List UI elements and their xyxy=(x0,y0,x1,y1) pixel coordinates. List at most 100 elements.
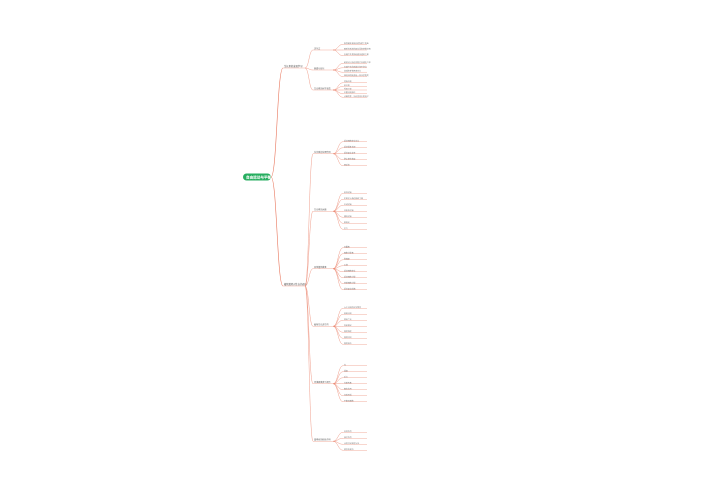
root-node-box xyxy=(243,173,271,181)
leaf-edge xyxy=(332,89,344,94)
leaf-edge xyxy=(332,199,344,212)
leaf-label: 光 xyxy=(344,362,346,366)
leaf-label: 促进细胞伸长生长 xyxy=(344,138,359,142)
root-node[interactable]: 自由运动与平衡 xyxy=(243,173,272,181)
leaf-label: 重力 xyxy=(344,374,348,378)
leaf-label: 人工合成的化学物质 xyxy=(344,305,361,309)
leaf-label: 赤霉素 xyxy=(344,244,350,248)
leaf-label: 促进果实发育 xyxy=(344,150,355,154)
sub-branch-edge xyxy=(304,49,314,69)
sub-branch-label: 激素间的相互作用 xyxy=(314,438,331,442)
leaf-edge xyxy=(332,247,344,269)
sub-branch-label: 生长素的运输 xyxy=(314,208,327,212)
leaf-label: 春化作用 xyxy=(344,386,352,390)
branch-label: 植物激素对生长的调节 xyxy=(284,282,308,286)
leaf-edge xyxy=(332,49,344,56)
leaf-label: 容易合成 xyxy=(344,311,352,315)
leaf-label: 促进插条生根 xyxy=(344,144,355,148)
sub-branch-label: 环境因素参与调节 xyxy=(314,380,331,384)
leaf-label: 防止落花落果 xyxy=(344,156,355,160)
leaf-edge xyxy=(332,253,344,269)
leaf-label: 促进果实成熟 xyxy=(344,286,355,290)
leaf-label: 效果稳定 xyxy=(344,323,352,327)
leaf-label: 极性运输 xyxy=(344,190,352,194)
leaf-label: 平衡石细胞 xyxy=(344,398,354,402)
leaf-edge xyxy=(332,383,344,402)
leaf-label: 细胞分裂素 xyxy=(344,250,354,254)
sub-branch-edge xyxy=(304,268,314,287)
leaf-label: 温度 xyxy=(344,368,348,372)
leaf-label: 施用浓度 xyxy=(344,329,352,333)
leaf-label: 协同作用 xyxy=(344,429,352,433)
leaf-edge xyxy=(332,193,344,212)
leaf-edge xyxy=(332,441,344,451)
branch-edge xyxy=(270,176,284,287)
sub-branch-label: 达尔文 xyxy=(314,46,320,50)
leaf-edge xyxy=(332,365,344,384)
sub-branch-label: 植物生长调节剂 xyxy=(314,323,329,327)
leaf-edge xyxy=(332,308,344,327)
leaf-edge xyxy=(332,89,344,98)
leaf-label: 重力 xyxy=(344,226,348,230)
root-node-label: 自由运动与平衡 xyxy=(246,174,272,179)
leaf-label: 形态学上端运输到下端 xyxy=(344,196,363,200)
leaf-label: 光敏色素 xyxy=(344,380,352,384)
leaf-label: 温特证明刺激是一种化学物质 xyxy=(344,73,369,77)
leaf-edge xyxy=(332,211,344,230)
leaf-label: 造成胚芽鞘弯曲生长 xyxy=(344,69,361,73)
leaf-edge xyxy=(332,141,344,154)
leaf-edge xyxy=(332,44,344,51)
leaf-edge xyxy=(332,147,344,154)
leaf-label: 主要合成部位 xyxy=(344,90,355,94)
leaf-label: 吲哚丁酸 xyxy=(344,87,352,91)
leaf-label: 单侧光 xyxy=(344,220,350,224)
leaf-label: 横向运输 xyxy=(344,214,352,218)
leaf-label: 两重性 xyxy=(344,162,350,166)
leaf-edge xyxy=(332,153,344,160)
leaf-label: 刺激可以透过琼脂片传递给下部 xyxy=(344,60,371,64)
leaf-edge xyxy=(332,69,344,77)
leaf-label: 比例决定器官分化 xyxy=(344,441,359,445)
leaf-label: 非极性运输 xyxy=(344,208,354,212)
sub-branch-edge xyxy=(304,153,314,287)
branch-edge xyxy=(270,67,284,178)
leaf-label: 抑制细胞分裂 xyxy=(344,280,355,284)
leaf-edge xyxy=(332,86,344,91)
leaf-edge xyxy=(332,153,344,166)
leaf-edge xyxy=(332,259,344,269)
leaf-edge xyxy=(332,211,344,224)
leaf-label: 苯乙酸 xyxy=(344,83,350,87)
sub-branch-label: 其他植物激素 xyxy=(314,265,326,269)
leaf-label: 施用时间 xyxy=(344,335,352,339)
leaf-label: 感受光刺激的部位是胚芽鞘尖端 xyxy=(344,47,371,51)
leaf-label: 施用部位 xyxy=(344,341,352,345)
leaf-edge xyxy=(332,326,344,345)
leaf-label: 年轮形成 xyxy=(344,392,352,396)
leaf-label: 脱落酸 xyxy=(344,256,350,260)
leaf-label: 吲哚乙酸 xyxy=(344,79,352,83)
leaf-label: 促进细胞伸长 xyxy=(344,268,355,272)
sub-branch-edge xyxy=(304,285,314,384)
leaf-edge xyxy=(332,268,344,290)
branch-label: 生长素的发现学习 xyxy=(284,64,303,68)
sub-branch-edge xyxy=(304,285,314,327)
sub-branch-edge xyxy=(304,67,314,71)
leaf-label: 促进细胞分裂 xyxy=(344,274,355,278)
leaf-edge xyxy=(332,314,344,327)
leaf-edge xyxy=(332,432,344,442)
leaf-label: 原料广泛 xyxy=(344,317,352,321)
leaf-edge xyxy=(332,326,344,339)
leaf-edge xyxy=(332,383,344,396)
leaf-label: 主动运输 xyxy=(344,202,352,206)
leaf-label: 幼嫩的芽、叶和发育中的种子 xyxy=(344,94,369,98)
leaf-label: 拮抗作用 xyxy=(344,435,352,439)
leaf-edge xyxy=(332,268,344,284)
leaf-label: 胚芽鞘在单侧光的照射下弯曲 xyxy=(344,41,369,45)
leaf-edge xyxy=(332,371,344,384)
sub-branch-edge xyxy=(304,285,314,442)
sub-branch-label: 生长素的化学本质 xyxy=(314,86,331,90)
leaf-label: 乙烯 xyxy=(344,262,348,266)
sub-branch-label: 生长素的生理作用 xyxy=(314,150,331,154)
